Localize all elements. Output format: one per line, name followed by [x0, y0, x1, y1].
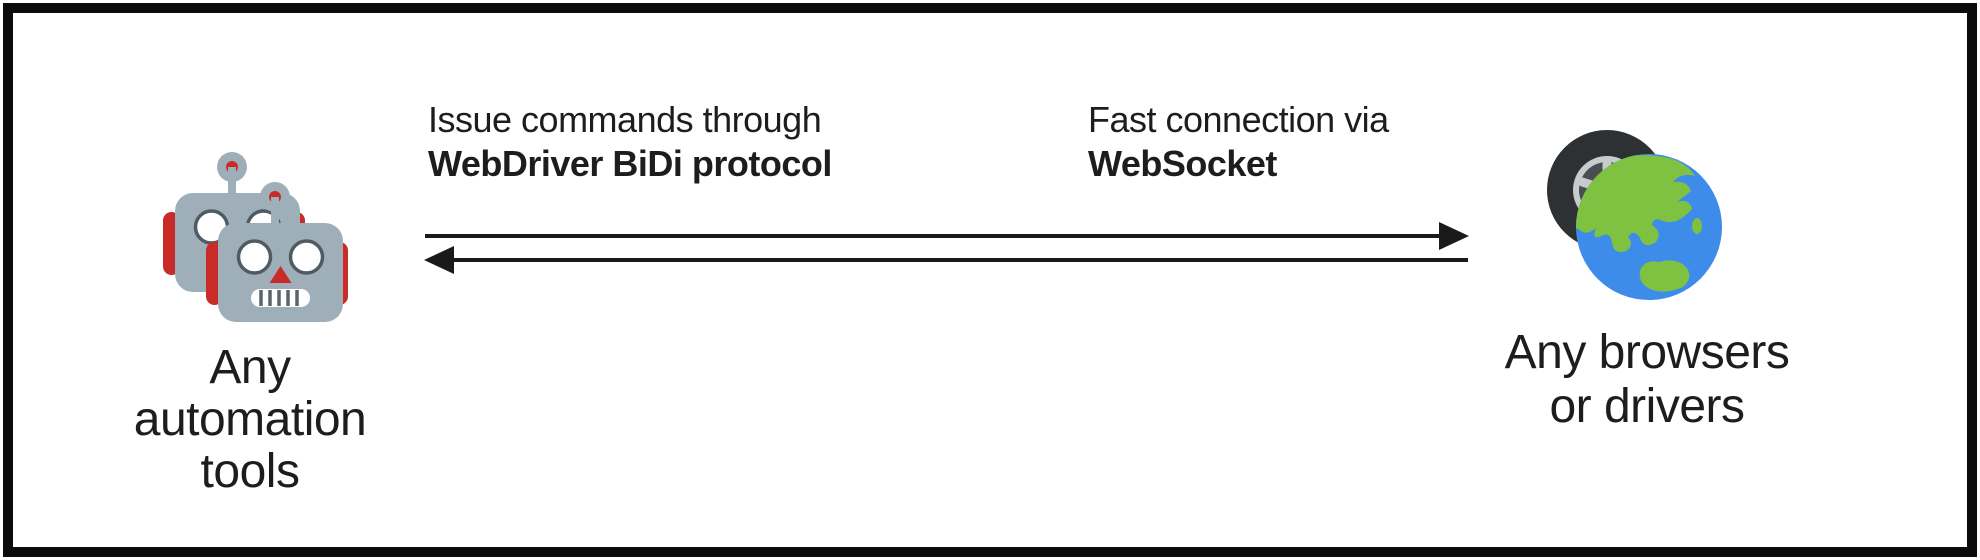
- transport-caption-line1: Fast connection via: [1088, 99, 1389, 140]
- transport-caption-line2: WebSocket: [1088, 143, 1277, 184]
- left-node-label: Any automation tools: [133, 341, 367, 498]
- arrow-right: [425, 222, 1469, 250]
- transport-caption: Fast connection via WebSocket: [1088, 98, 1389, 186]
- arrow-left: [424, 246, 1468, 274]
- bidirectional-arrows: [424, 222, 1469, 274]
- right-node-label: Any browsers or drivers: [1504, 326, 1790, 433]
- globe-tire-icon: [1547, 130, 1722, 300]
- robots-icon: [163, 150, 348, 322]
- arrowhead-left-icon: [424, 246, 454, 274]
- request-caption-line1: Issue commands through: [428, 99, 822, 140]
- arrowhead-right-icon: [1439, 222, 1469, 250]
- request-caption: Issue commands through WebDriver BiDi pr…: [428, 98, 832, 186]
- request-caption-line2: WebDriver BiDi protocol: [428, 143, 832, 184]
